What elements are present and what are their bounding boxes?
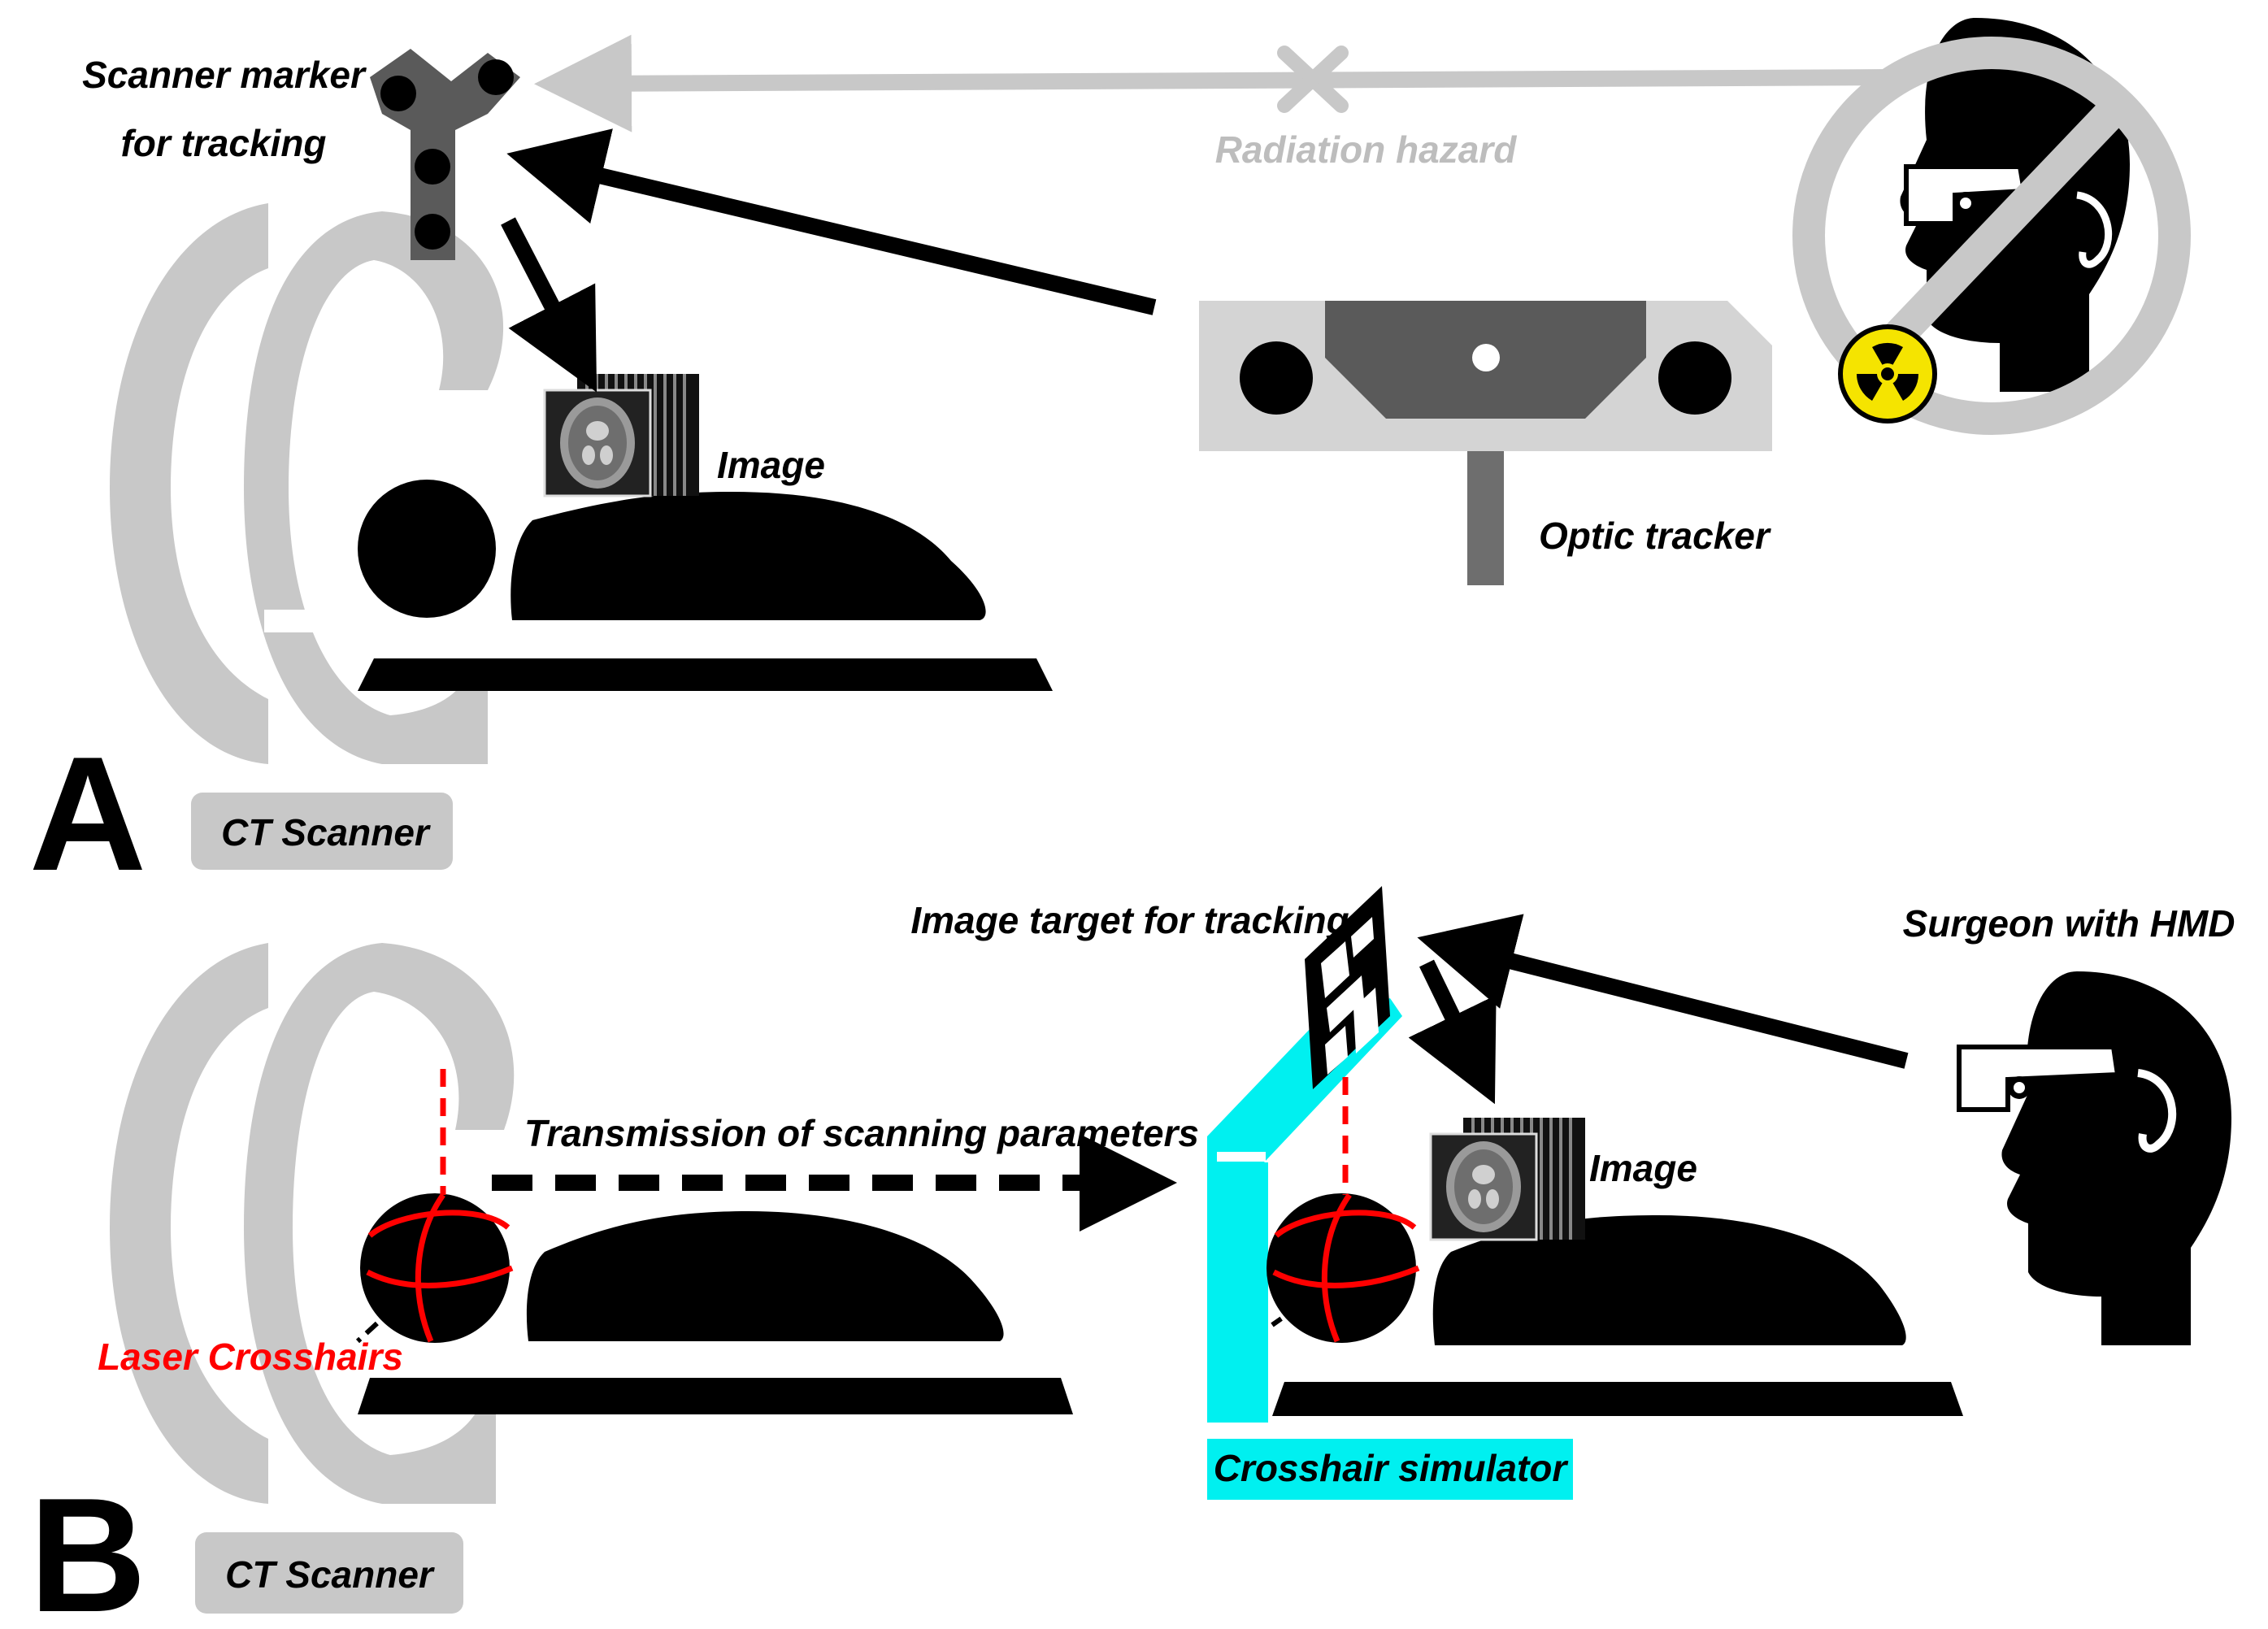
laser-pointer-dash	[355, 1290, 413, 1344]
ct-scanner-label: CT Scanner	[221, 811, 431, 854]
transmission-label: Transmission of scanning parameters	[524, 1112, 1199, 1154]
crosshair-simulator-label-box	[1207, 1439, 1573, 1500]
patient-table-sim	[1272, 1382, 1963, 1416]
tracker-to-marker-arrow	[506, 128, 1157, 315]
patient-table-b	[358, 1378, 1073, 1414]
panel-b: CT Scanner Laser Crosshairs Transmission…	[29, 886, 2235, 1629]
radiation-hazard-label: Radiation hazard	[1215, 128, 1518, 171]
surgeon-head-icon	[2001, 971, 2231, 1345]
optic-tracker-label: Optic tracker	[1539, 515, 1771, 557]
image-target-label: Image target for tracking	[910, 899, 1349, 941]
image-label-b: Image	[1589, 1147, 1697, 1189]
simulated-crosshairs-icon	[1272, 1192, 1420, 1343]
patient-body-sim	[1432, 1215, 1906, 1345]
image-label-a: Image	[717, 444, 825, 486]
laser-crosshairs-label: Laser Crosshairs	[98, 1336, 403, 1378]
panel-a: CT Scanner Scanner marker for tracking I…	[29, 18, 2191, 905]
hmd-goggles-icon-a	[1904, 164, 2027, 226]
ct-scanner-label-box-b	[195, 1532, 463, 1614]
patient-body	[511, 492, 986, 620]
target-to-image-arrow	[1408, 959, 1497, 1105]
panel-b-letter: B	[29, 1465, 146, 1629]
optic-tracker-icon	[1199, 301, 1772, 585]
ct-gantry-icon	[110, 203, 268, 764]
hmd-goggles-icon	[1957, 1045, 2121, 1112]
laser-crosshairs-icon	[366, 1192, 514, 1343]
surgeon-to-target-arrow	[1417, 914, 1909, 1069]
crosshair-simulator-label: Crosshair simulator	[1214, 1447, 1569, 1489]
scanner-marker-icon	[370, 49, 520, 260]
panel-a-letter: A	[29, 723, 146, 905]
surgeon-label: Surgeon with HMD	[1903, 902, 2235, 945]
sim-pointer-dash	[1271, 1290, 1320, 1327]
radiation-hazard-arrow	[534, 34, 1891, 132]
ct-scanner-label-b: CT Scanner	[225, 1553, 435, 1596]
patient-head-sim	[1267, 1193, 1416, 1343]
ct-slice-stack-icon-b	[1429, 1116, 1587, 1241]
prohibited-sign-icon	[1792, 18, 2191, 435]
ct-scanner-label-box	[191, 793, 453, 870]
ct-gantry-inner-ring-b	[244, 943, 515, 1504]
qr-image-target-icon	[1305, 886, 1390, 1089]
ct-slice-stack-icon	[543, 372, 701, 497]
scanner-marker-label-line2: for tracking	[120, 122, 326, 164]
marker-to-image-arrow	[501, 217, 597, 393]
patient-body-b	[526, 1211, 1004, 1341]
patient-head	[358, 480, 496, 618]
patient-head-b	[360, 1193, 510, 1343]
patient-table	[358, 658, 1053, 691]
radiation-warning-icon	[1838, 324, 1937, 424]
blocked-x-icon	[1277, 46, 1349, 113]
ct-gantry-icon-b	[110, 943, 268, 1504]
scanner-marker-label-line1: Scanner marker	[82, 54, 367, 96]
